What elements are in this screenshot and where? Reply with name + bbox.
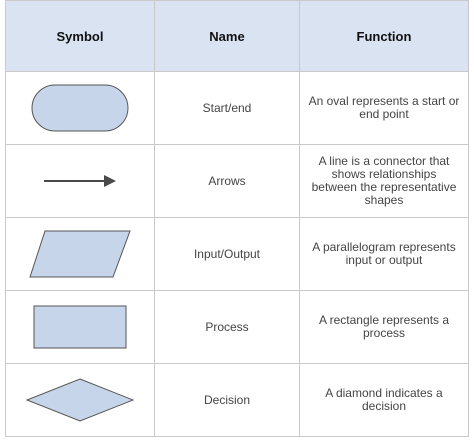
- name-cell: Input/Output: [154, 217, 300, 291]
- function-cell: A diamond indicates a decision: [299, 363, 469, 437]
- function-text: A line is a connector that shows relatio…: [311, 154, 457, 207]
- function-text: An oval represents a start or end point: [308, 94, 460, 121]
- function-text: A rectangle represents a process: [318, 313, 450, 340]
- header-row: Symbol Name Function: [5, 0, 469, 72]
- table-row: Process A rectangle represents a process: [5, 290, 469, 364]
- symbol-cell: [5, 290, 155, 364]
- header-name: Name: [154, 0, 300, 72]
- table-row: Decision A diamond indicates a decision: [5, 363, 469, 437]
- table-row: Input/Output A parallelogram represents …: [5, 217, 469, 291]
- symbol-cell: [5, 144, 155, 218]
- arrow-icon: [44, 175, 116, 187]
- table-row: Start/end An oval represents a start or …: [5, 71, 469, 145]
- header-symbol: Symbol: [5, 0, 155, 72]
- oval-icon: [31, 84, 129, 132]
- function-text: A parallelogram represents input or outp…: [312, 240, 456, 267]
- function-cell: An oval represents a start or end point: [299, 71, 469, 145]
- table-row: Arrows A line is a connector that shows …: [5, 144, 469, 218]
- symbol-cell: [5, 71, 155, 145]
- header-function: Function: [299, 0, 469, 72]
- name-cell: Decision: [154, 363, 300, 437]
- flowchart-symbols-table: Symbol Name Function Start/end An oval r…: [5, 0, 469, 437]
- rectangle-icon: [33, 305, 127, 349]
- diamond-icon: [25, 378, 135, 422]
- function-cell: A line is a connector that shows relatio…: [299, 144, 469, 218]
- name-cell: Process: [154, 290, 300, 364]
- parallelogram-icon: [29, 230, 131, 278]
- name-cell: Arrows: [154, 144, 300, 218]
- function-cell: A parallelogram represents input or outp…: [299, 217, 469, 291]
- symbol-cell: [5, 217, 155, 291]
- name-cell: Start/end: [154, 71, 300, 145]
- function-cell: A rectangle represents a process: [299, 290, 469, 364]
- function-text: A diamond indicates a decision: [325, 386, 443, 413]
- symbol-cell: [5, 363, 155, 437]
